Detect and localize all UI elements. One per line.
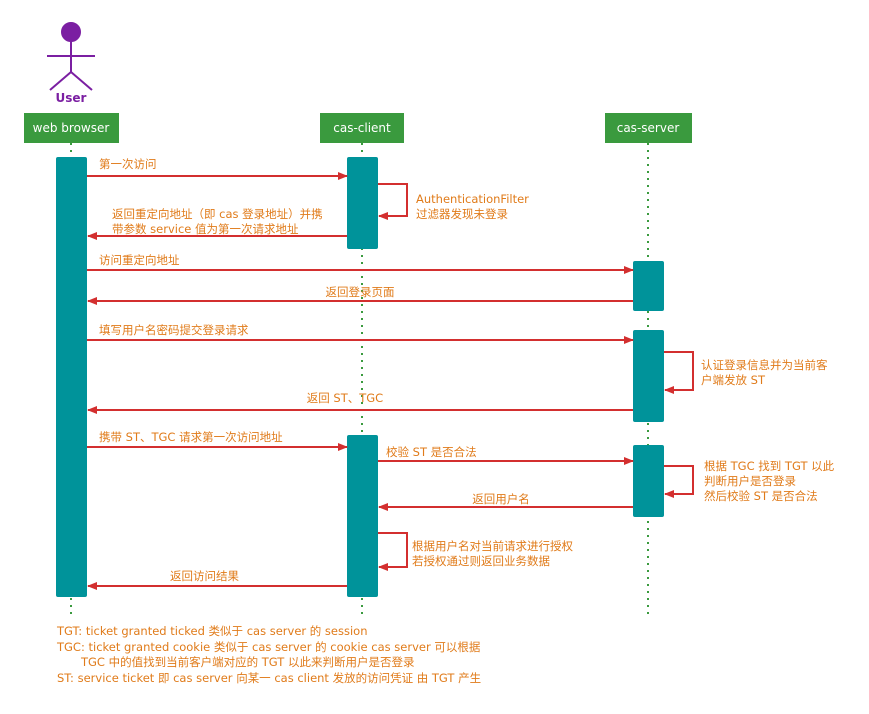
activation-cas-client-2 bbox=[347, 435, 378, 597]
message-label: 携带 ST、TGC 请求第一次访问地址 bbox=[99, 430, 283, 444]
participant-label: cas-server bbox=[617, 121, 680, 135]
self-message-arrow bbox=[664, 465, 694, 498]
messages bbox=[87, 172, 694, 590]
self-message-arrow bbox=[378, 532, 408, 571]
participant-cas-client: cas-client bbox=[320, 113, 404, 143]
message-label: 然后校验 ST 是否合法 bbox=[704, 489, 818, 503]
note-tgt: TGT: ticket granted ticked 类似于 cas serve… bbox=[57, 624, 368, 638]
participant-web-browser: web browser bbox=[24, 113, 119, 143]
user-actor: User bbox=[47, 22, 95, 105]
user-label: User bbox=[56, 91, 87, 105]
person-stick-figure-icon bbox=[47, 22, 95, 91]
message-label: 返回登录页面 bbox=[326, 285, 395, 299]
message-labels: 第一次访问 AuthenticationFilter 过滤器发现未登录 返回重定… bbox=[99, 157, 835, 583]
message-label: 第一次访问 bbox=[99, 157, 157, 171]
message-label: 根据用户名对当前请求进行授权 bbox=[412, 539, 573, 553]
message-label: 带参数 service 值为第一次请求地址 bbox=[112, 222, 299, 236]
participant-cas-server: cas-server bbox=[605, 113, 692, 143]
glossary-notes: TGT: ticket granted ticked 类似于 cas serve… bbox=[57, 624, 481, 686]
message-label: 返回重定向地址（即 cas 登录地址）并携 bbox=[112, 207, 323, 221]
message-label: 户端发放 ST bbox=[701, 373, 766, 387]
message-label: 若授权通过则返回业务数据 bbox=[412, 554, 550, 568]
message-label: 访问重定向地址 bbox=[99, 253, 180, 267]
participant-label: cas-client bbox=[333, 121, 391, 135]
participant-label: web browser bbox=[33, 121, 110, 135]
activation-cas-server-2 bbox=[633, 330, 664, 422]
activation-cas-server-3 bbox=[633, 445, 664, 517]
message-label: 校验 ST 是否合法 bbox=[386, 445, 477, 459]
message-label: 判断用户是否登录 bbox=[704, 474, 796, 488]
note-tgc: TGC: ticket granted cookie 类似于 cas serve… bbox=[57, 639, 481, 654]
self-message-arrow bbox=[664, 351, 694, 394]
note-tgc-continued: TGC 中的值找到当前客户端对应的 TGT 以此来判断用户是否登录 bbox=[81, 655, 415, 669]
message-label: 填写用户名密码提交登录请求 bbox=[99, 323, 249, 337]
note-st: ST: service ticket 即 cas server 向某一 cas … bbox=[57, 670, 482, 685]
message-label: 过滤器发现未登录 bbox=[416, 207, 508, 221]
message-label: 返回用户名 bbox=[472, 492, 530, 506]
activation-web-browser bbox=[56, 157, 87, 597]
activation-cas-client-1 bbox=[347, 157, 378, 249]
message-label: 返回 ST、TGC bbox=[307, 391, 383, 405]
message-label: 返回访问结果 bbox=[170, 569, 239, 583]
message-label: AuthenticationFilter bbox=[416, 192, 529, 206]
activations bbox=[56, 157, 664, 597]
self-message-arrow bbox=[378, 183, 408, 220]
message-label: 根据 TGC 找到 TGT 以此 bbox=[704, 459, 835, 473]
message-label: 认证登录信息并为当前客 bbox=[701, 358, 828, 372]
activation-cas-server-1 bbox=[633, 261, 664, 311]
